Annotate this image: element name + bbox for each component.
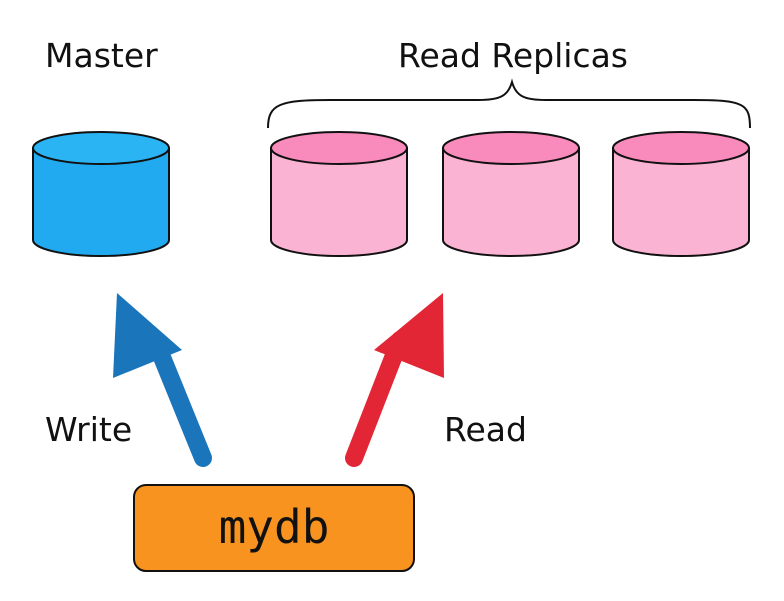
replica-database-icon: [442, 131, 580, 257]
read-replicas-label: Read Replicas: [398, 36, 628, 75]
replicas-brace: [267, 78, 751, 129]
master-label: Master: [45, 36, 158, 75]
write-arrow: [113, 293, 212, 467]
mydb-client-box: mydb: [133, 484, 415, 572]
replica-database-icon: [270, 131, 408, 257]
replica-database-icon: [612, 131, 750, 257]
read-label: Read: [444, 410, 527, 449]
write-label: Write: [45, 410, 132, 449]
master-database-icon: [32, 131, 170, 257]
read-arrow: [345, 293, 444, 467]
mydb-label: mydb: [219, 500, 330, 554]
